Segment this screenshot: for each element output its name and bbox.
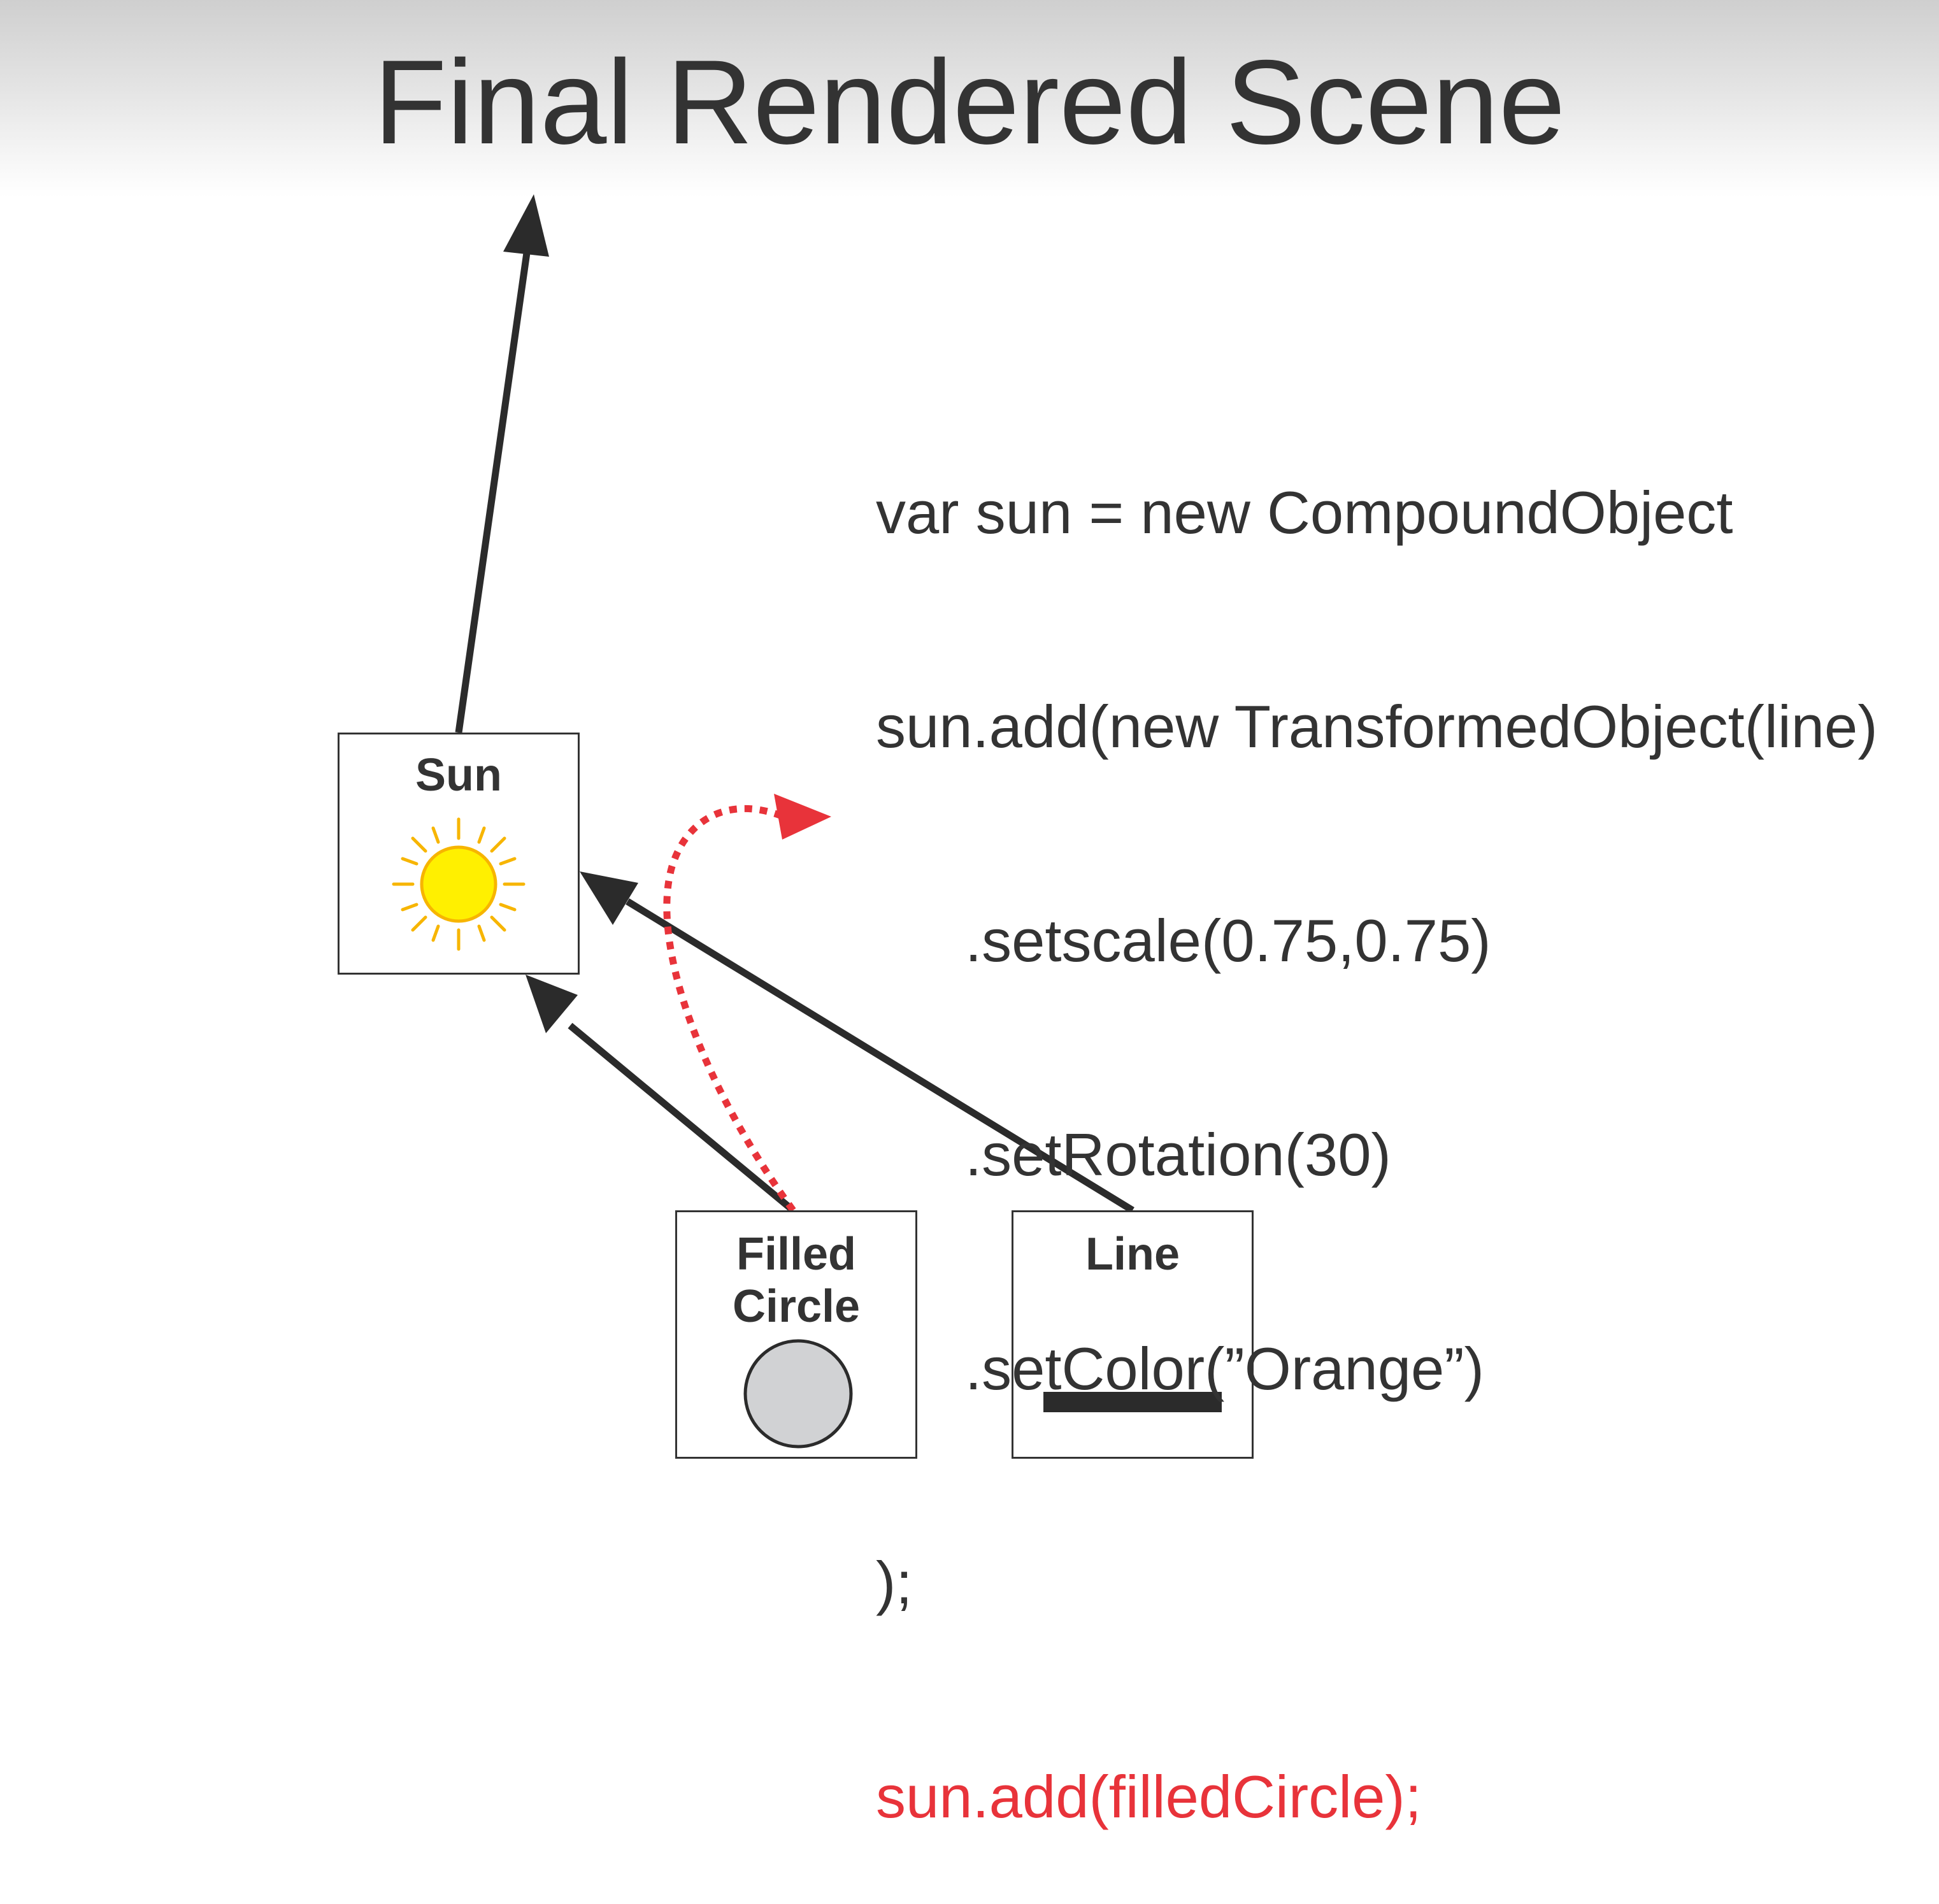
- line-node-label: Line: [1085, 1229, 1180, 1280]
- code-line-1: var sun = new CompoundObject: [876, 479, 1733, 546]
- code-line-3: .setscale(0.75,0.75): [965, 907, 1491, 974]
- arrow-circle-to-sun: [568, 1022, 796, 1213]
- highlight-dotted-arrow: [663, 805, 796, 1213]
- sun-node: Sun: [338, 733, 580, 975]
- code-line-5: .setColor(”Orange”): [965, 1335, 1484, 1402]
- code-line-4: .setRotation(30): [965, 1121, 1391, 1188]
- page-title: Final Rendered Scene: [373, 35, 1566, 169]
- filled-circle-label-line1: Filled: [736, 1229, 856, 1280]
- line-icon: [1043, 1392, 1222, 1412]
- code-block: var sun = new CompoundObject sun.add(new…: [876, 334, 1878, 1904]
- arrowhead-circle-to-sun: [526, 975, 578, 1033]
- arrow-sun-to-scene: [455, 248, 531, 733]
- diagram-arrows: [455, 194, 1134, 1213]
- filled-circle-icon: [743, 1339, 853, 1449]
- code-line-6: );: [876, 1549, 913, 1616]
- arrowhead-line-to-sun: [580, 871, 638, 925]
- line-node: Line: [1012, 1210, 1254, 1459]
- code-line-2: sun.add(new TransformedObject(line): [876, 693, 1878, 760]
- filled-circle-label-line2: Circle: [732, 1281, 861, 1332]
- arrowhead-scene: [503, 194, 549, 257]
- highlight-arrowhead: [774, 794, 831, 840]
- sun-icon: [392, 817, 526, 951]
- arrow-line-to-sun: [626, 898, 1134, 1213]
- code-line-highlight: sun.add(filledCircle);: [876, 1763, 1422, 1830]
- title-banner: [0, 0, 1939, 197]
- sun-node-label: Sun: [415, 750, 502, 801]
- filled-circle-node: Filled Circle: [675, 1210, 917, 1459]
